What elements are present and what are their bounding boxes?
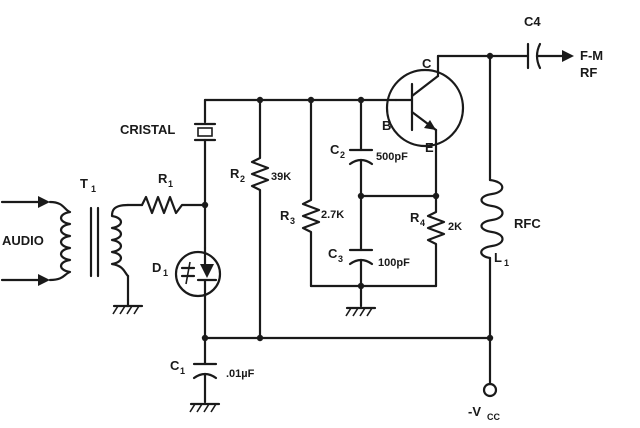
resistor-r4 bbox=[426, 194, 446, 288]
vcc-terminal bbox=[482, 382, 498, 398]
resistor-r2 bbox=[250, 98, 270, 340]
audio-label: AUDIO bbox=[2, 233, 44, 248]
r3-label: R bbox=[280, 208, 290, 223]
junction-ground-node bbox=[357, 282, 365, 290]
vcc-label: -V bbox=[468, 404, 481, 419]
r4-label: R bbox=[410, 210, 420, 225]
output-label-rf: RF bbox=[580, 65, 597, 80]
l1-subscript: 1 bbox=[504, 258, 509, 268]
inductor-rfc-l1 bbox=[480, 178, 504, 260]
emitter-label: E bbox=[425, 140, 434, 155]
c3-label: C bbox=[328, 246, 338, 261]
c2-value: 500pF bbox=[376, 151, 408, 163]
t1-subscript: 1 bbox=[91, 184, 96, 194]
r1-subscript: 1 bbox=[168, 179, 173, 189]
crystal-label: CRISTAL bbox=[120, 122, 175, 137]
d1-label: D bbox=[152, 260, 161, 275]
capacitor-c4 bbox=[488, 42, 574, 70]
c3-value: 100pF bbox=[378, 257, 410, 269]
r4-subscript: 4 bbox=[420, 218, 425, 228]
ground-symbol-c1 bbox=[189, 402, 221, 413]
c2-label: C bbox=[330, 142, 340, 157]
l1-label: L bbox=[494, 250, 502, 265]
capacitor-c1 bbox=[192, 362, 218, 404]
ground-symbol-emitter bbox=[345, 306, 377, 317]
vcc-subscript: CC bbox=[487, 412, 500, 422]
c2-subscript: 2 bbox=[340, 150, 345, 160]
transformer-t1 bbox=[48, 200, 144, 302]
ground-symbol-t1 bbox=[112, 298, 144, 315]
c1-subscript: 1 bbox=[180, 366, 185, 376]
c4-label: C4 bbox=[524, 14, 541, 29]
r2-value: 39K bbox=[271, 171, 291, 183]
r3-subscript: 3 bbox=[290, 216, 295, 226]
collector-label: C bbox=[422, 56, 432, 71]
transistor-q1 bbox=[385, 54, 465, 198]
output-label-fm: F-M bbox=[580, 48, 603, 63]
varactor-diode-d1 bbox=[174, 246, 222, 298]
resistor-r3 bbox=[301, 98, 321, 288]
base-label: B bbox=[382, 118, 391, 133]
rfc-label: RFC bbox=[514, 216, 541, 231]
junction-r1-node bbox=[201, 201, 209, 209]
r4-value: 2K bbox=[448, 221, 462, 233]
capacitor-c3 bbox=[348, 248, 374, 308]
r2-subscript: 2 bbox=[240, 174, 245, 184]
d1-subscript: 1 bbox=[163, 268, 168, 278]
r1-label: R bbox=[158, 171, 168, 186]
c1-label: C bbox=[170, 358, 180, 373]
c3-subscript: 3 bbox=[338, 254, 343, 264]
t1-label: T bbox=[80, 176, 88, 191]
r2-label: R bbox=[230, 166, 240, 181]
c1-value: .01µF bbox=[226, 368, 255, 380]
resistor-r1 bbox=[140, 195, 207, 215]
crystal-symbol bbox=[193, 122, 217, 142]
capacitor-c2 bbox=[348, 98, 374, 252]
r3-value: 2.7K bbox=[321, 209, 344, 221]
audio-input-arrows bbox=[0, 196, 50, 286]
